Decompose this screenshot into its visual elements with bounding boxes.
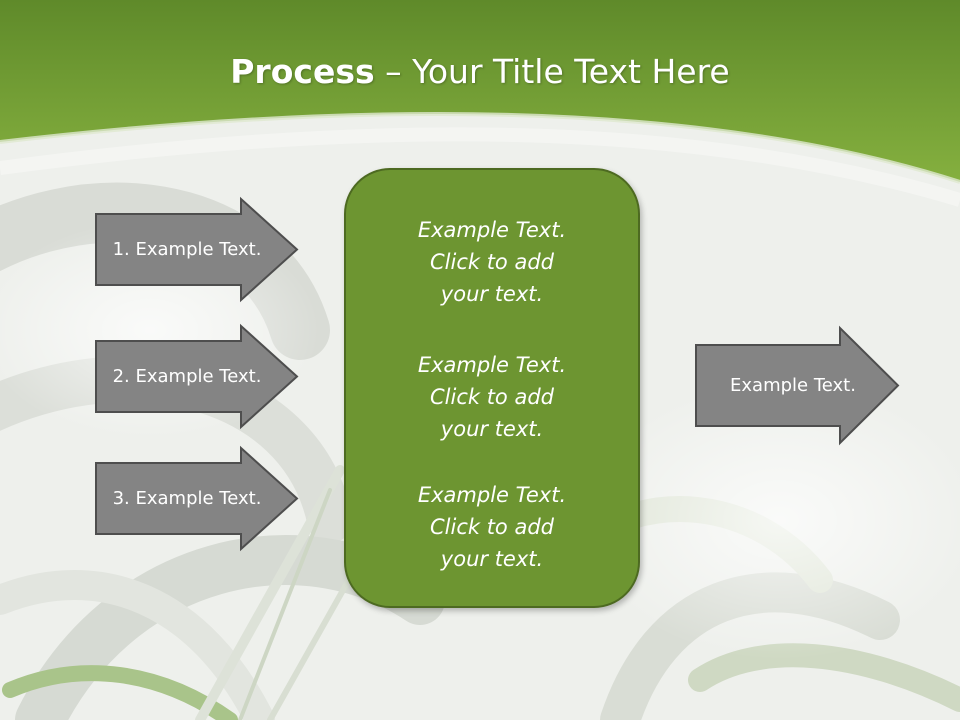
slide-title: Process – Your Title Text Here: [0, 52, 960, 91]
input-arrow-label: 3. Example Text.: [112, 488, 262, 509]
arrow-shape-icon: [95, 445, 299, 552]
process-text-1: Example Text. Click to add your text.: [417, 218, 567, 306]
title-bold: Process: [230, 52, 375, 91]
arrow-shape-icon: [95, 323, 299, 430]
input-arrow-3: 3. Example Text.: [95, 445, 300, 552]
output-arrow-label: Example Text.: [730, 375, 856, 396]
arrow-shape-icon: [695, 325, 900, 446]
input-arrow-2: 2. Example Text.: [95, 323, 300, 430]
input-arrow-1: 1. Example Text.: [95, 196, 300, 303]
title-rest: – Your Title Text Here: [374, 52, 730, 91]
input-arrow-label: 1. Example Text.: [112, 239, 262, 260]
input-arrow-label: 2. Example Text.: [112, 366, 262, 387]
process-text-3: Example Text. Click to add your text.: [417, 483, 567, 571]
process-text-2: Example Text. Click to add your text.: [417, 353, 567, 441]
arrow-shape-icon: [95, 196, 299, 303]
output-arrow: Example Text.: [695, 325, 900, 446]
process-box: Example Text. Click to add your text. Ex…: [344, 168, 640, 608]
